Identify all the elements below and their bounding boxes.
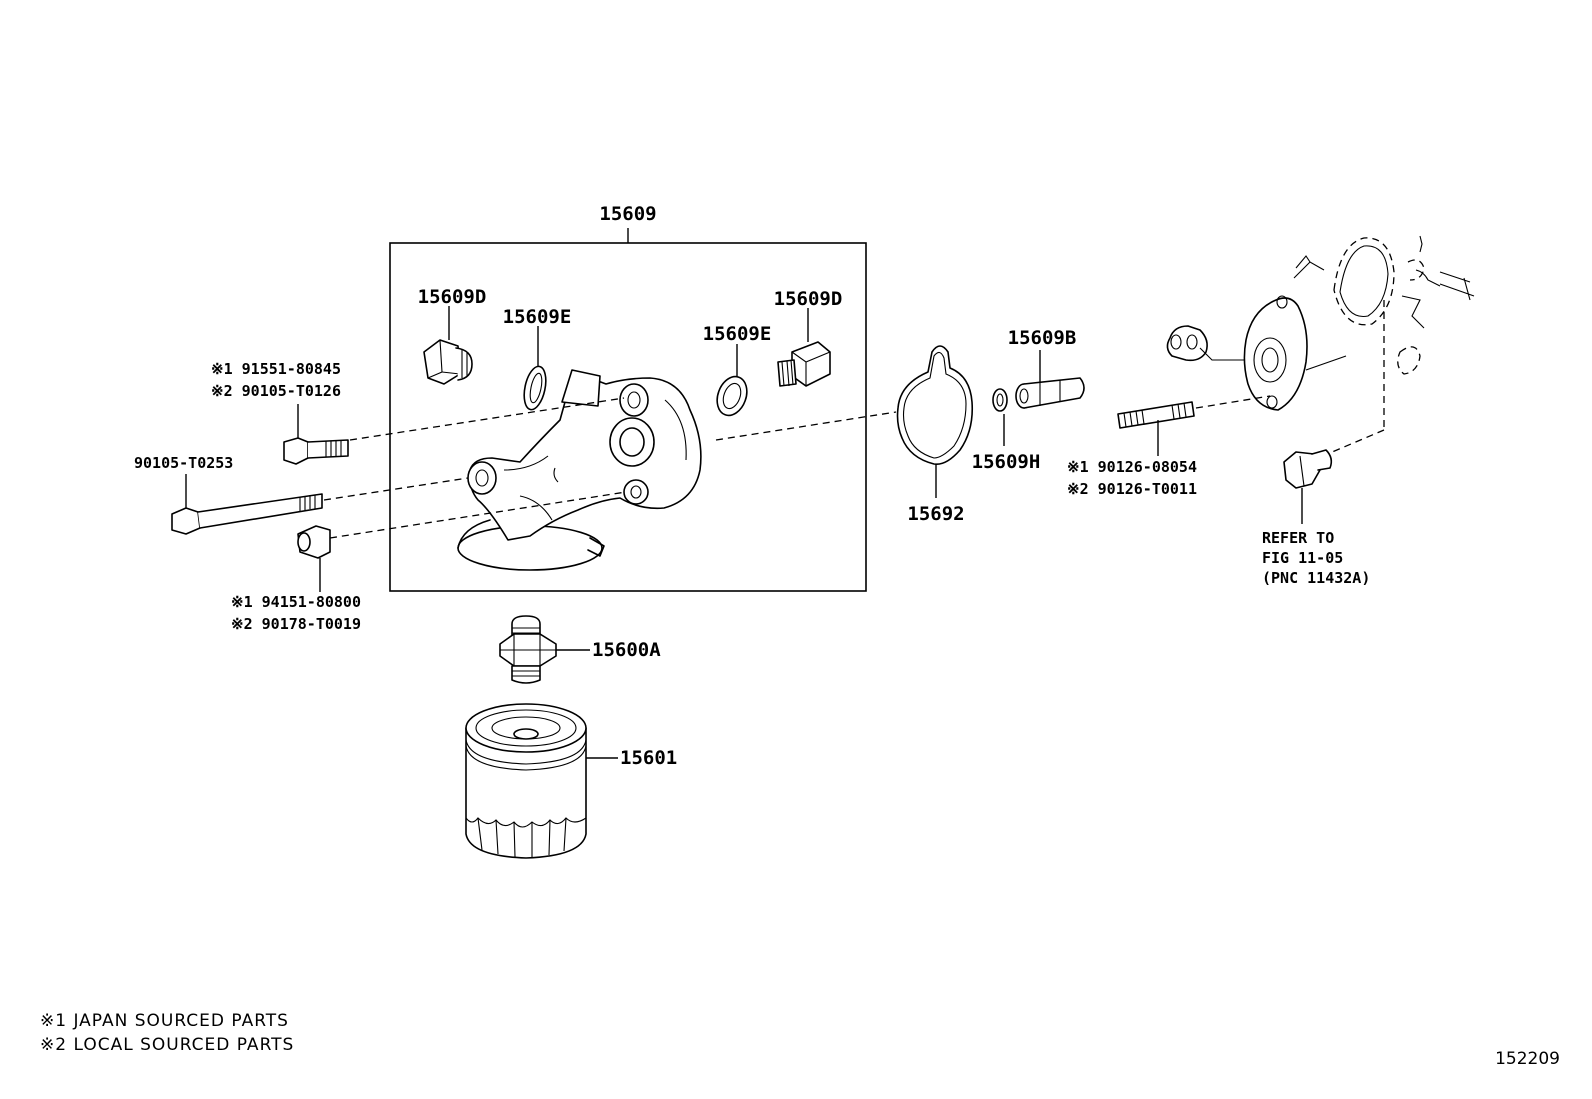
label-15692[interactable]: 15692 (907, 503, 964, 525)
label-15609b[interactable]: 15609B (1008, 327, 1077, 349)
label-15609d-right[interactable]: 15609D (774, 288, 843, 310)
pipe-15609b[interactable] (1015, 350, 1085, 409)
label-nut-jp[interactable]: ※1 94151-80800 (231, 593, 361, 611)
legend-japan-sourced: ※1 JAPAN SOURCED PARTS (40, 1011, 289, 1031)
legend-local-sourced: ※2 LOCAL SOURCED PARTS (40, 1035, 294, 1055)
label-refer-1[interactable]: REFER TO (1262, 529, 1334, 547)
label-15600a[interactable]: 15600A (592, 639, 661, 661)
label-refer-2[interactable]: FIG 11-05 (1262, 549, 1343, 567)
gasket-15692[interactable] (896, 345, 974, 498)
label-15609d-left[interactable]: 15609D (418, 286, 487, 308)
oil-filter-bracket[interactable] (457, 369, 702, 571)
alignment-lines-left (323, 397, 627, 539)
gasket-15609e-left[interactable] (521, 326, 550, 412)
label-15609e-right[interactable]: 15609E (703, 323, 772, 345)
label-stud-local[interactable]: ※2 90126-T0011 (1067, 480, 1197, 498)
engine-housing-context (1166, 235, 1475, 459)
nut[interactable] (297, 525, 331, 592)
bolt-short[interactable] (283, 404, 349, 465)
union-15600a[interactable] (499, 615, 590, 684)
gasket-15609e-right[interactable] (712, 344, 752, 420)
plug-15609d-right[interactable] (777, 308, 831, 387)
refer-plug[interactable] (1283, 449, 1333, 524)
alignment-line-stud (1195, 395, 1271, 409)
label-nut-local[interactable]: ※2 90178-T0019 (231, 615, 361, 633)
oring-15609h[interactable] (992, 388, 1008, 446)
bolt-long[interactable] (171, 474, 323, 535)
oil-filter-15601[interactable] (465, 703, 618, 859)
label-15609[interactable]: 15609 (599, 203, 656, 225)
label-bolt-long[interactable]: 90105-T0253 (134, 454, 233, 472)
stud-bolt[interactable] (1117, 401, 1195, 456)
label-bolt-short-local[interactable]: ※2 90105-T0126 (211, 382, 341, 400)
label-15609h[interactable]: 15609H (972, 451, 1041, 473)
label-refer-3[interactable]: (PNC 11432A) (1262, 569, 1370, 587)
label-15601[interactable]: 15601 (620, 747, 677, 769)
assembly-frame (389, 228, 867, 592)
label-stud-jp[interactable]: ※1 90126-08054 (1067, 458, 1197, 476)
plug-15609d-left[interactable] (423, 306, 473, 385)
figure-id: 152209 (1495, 1049, 1560, 1069)
label-15609e-left[interactable]: 15609E (503, 306, 572, 328)
alignment-line-gasket (715, 411, 897, 441)
label-bolt-short-jp[interactable]: ※1 91551-80845 (211, 360, 341, 378)
